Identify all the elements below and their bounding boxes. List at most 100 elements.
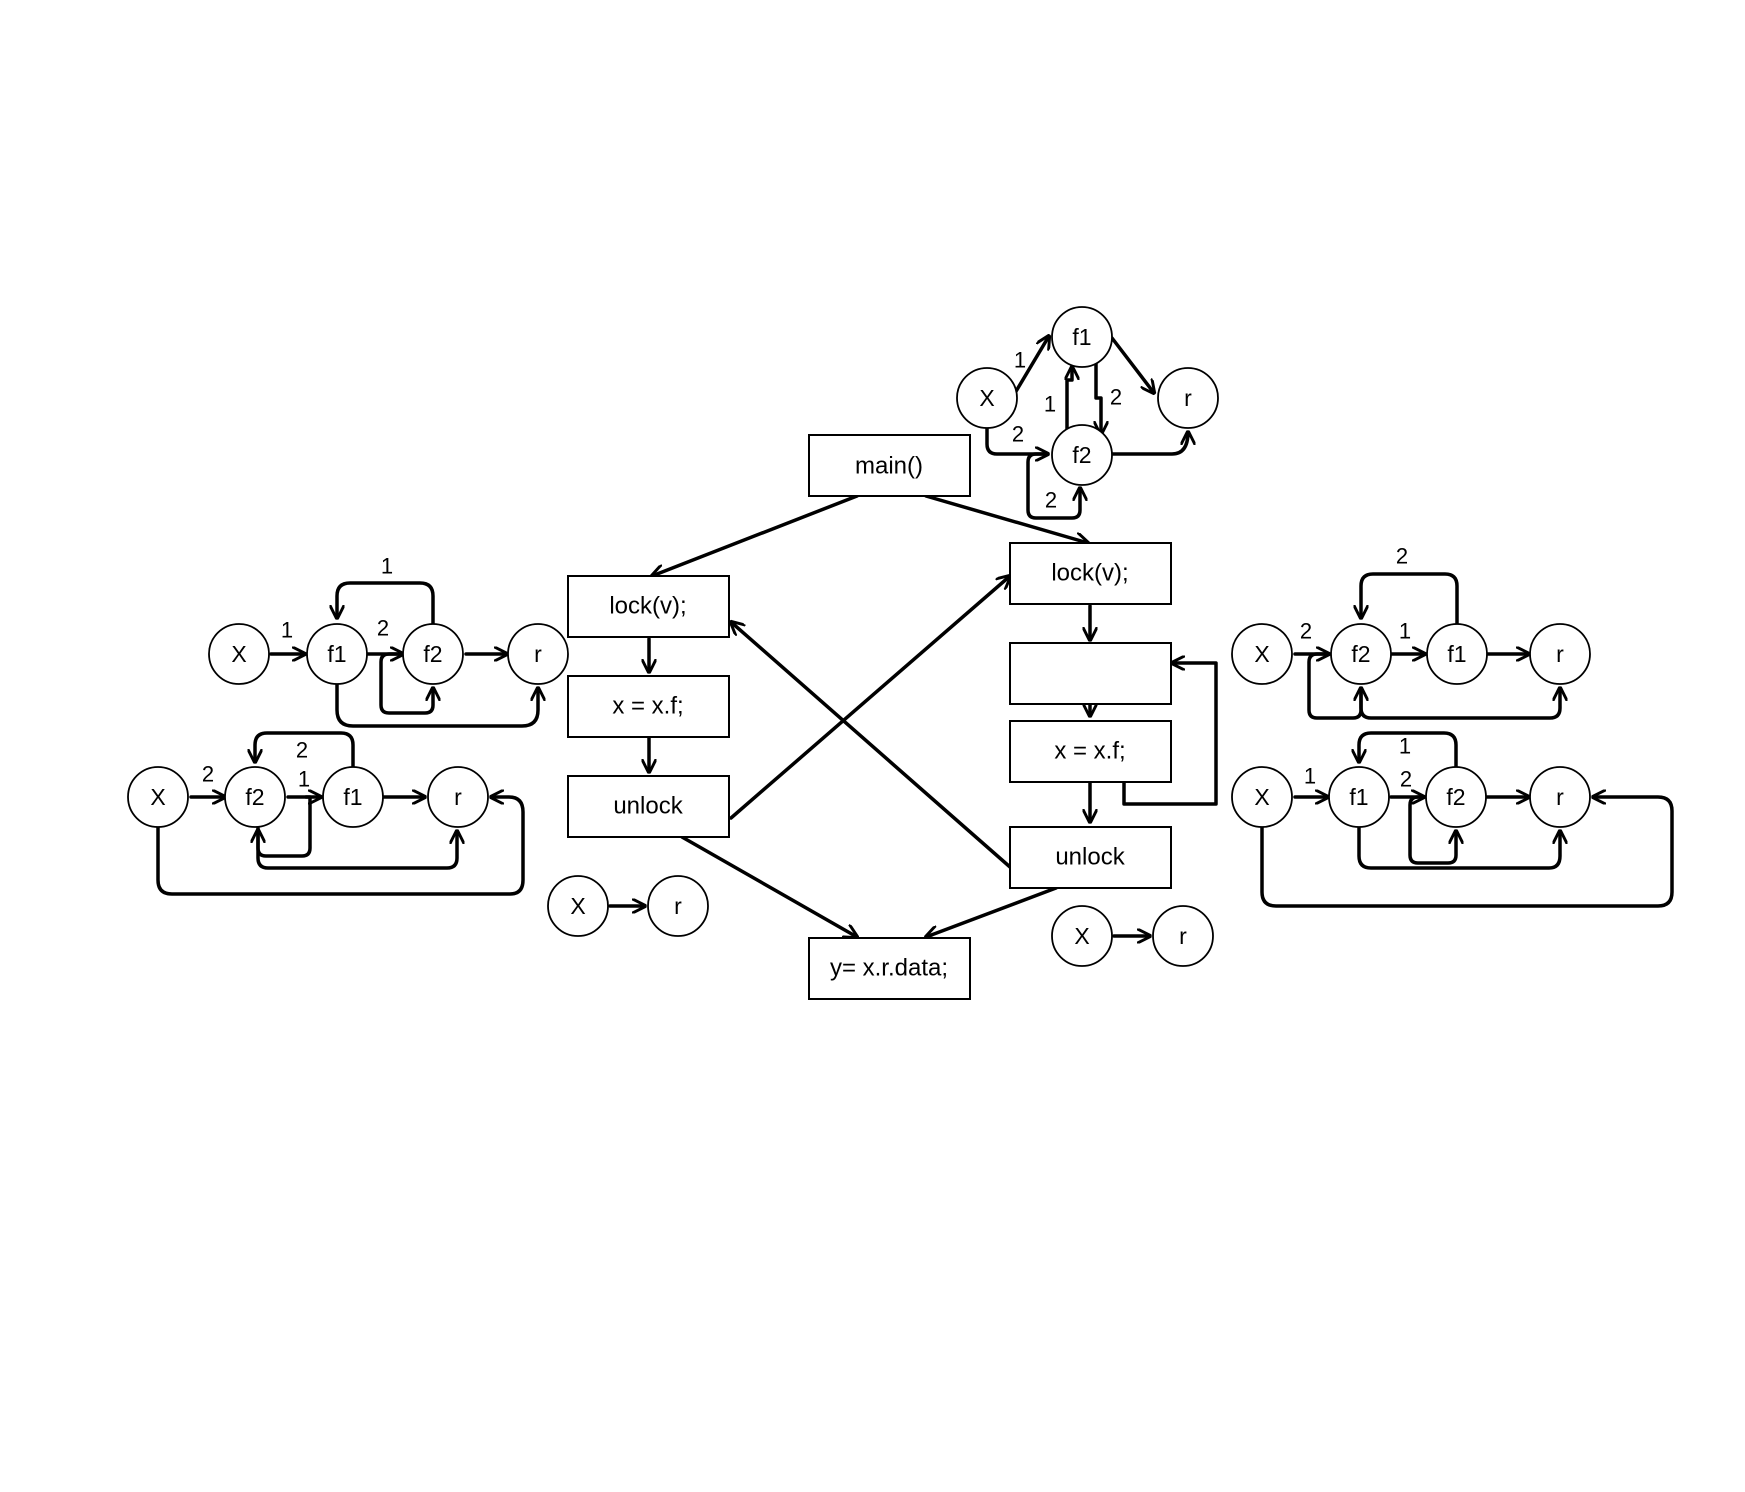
hg-ls-node-x: X [547, 875, 609, 937]
hg-lb-node-f2: f2 [224, 766, 286, 828]
hg-rb-node-r: r [1529, 766, 1591, 828]
hg-rb-node-x: X [1231, 766, 1293, 828]
hg-rt-node-r-label: r [1556, 641, 1564, 667]
left-unlock-label: unlock [613, 793, 683, 820]
edge-right-unlock-to-final [926, 886, 1058, 937]
hg-rb-node-r-label: r [1556, 784, 1564, 810]
edge-right-unlock-to-left-lock [731, 622, 1012, 869]
hg-rt-node-f2-label: f2 [1351, 641, 1370, 667]
hg-ls-node-r: r [647, 875, 709, 937]
hg-lt-node-f2-label: f2 [423, 641, 442, 667]
left-assign-box: x = x.f; [567, 675, 730, 738]
hg-lb-node-x-label: X [150, 784, 165, 810]
hg-rt-label-x-f2: 2 [1300, 619, 1312, 644]
hg-rt-node-x-label: X [1254, 641, 1269, 667]
hg-rb-node-f1: f1 [1328, 766, 1390, 828]
hg-rs-node-x-label: X [1074, 923, 1089, 949]
hg-lt-node-x: X [208, 623, 270, 685]
hg-lt-label-x-f1: 1 [281, 618, 293, 643]
edge-main-to-left-lock [652, 494, 859, 576]
hg-lt-node-f1: f1 [306, 623, 368, 685]
hg-top-node-x: X [956, 367, 1018, 429]
hg-rt-node-f1-label: f1 [1447, 641, 1466, 667]
edge-left-unlock-to-right-lock [729, 576, 1010, 820]
left-unlock-box: unlock [567, 775, 730, 838]
hg-lb-node-f2-label: f2 [245, 784, 264, 810]
hg-lt-edge-f2-f1 [337, 581, 435, 626]
hg-lb-node-r: r [427, 766, 489, 828]
hg-rb-edge-x-r [1260, 797, 1674, 908]
heap-graph-right-bottom: X f1 f2 r 1 1 2 [1231, 731, 1674, 908]
hg-top-edge-f1-r [1110, 336, 1154, 393]
hg-rb-edge-f2-self [1408, 795, 1456, 865]
hg-rt-edge-f1-f2 [1361, 572, 1459, 626]
hg-top-edge-f2-r [1109, 430, 1188, 456]
hg-rs-node-x: X [1051, 905, 1113, 967]
left-assign-label: x = x.f; [612, 693, 683, 720]
heap-graph-top: X f1 r f2 1 2 1 2 2 [956, 306, 1219, 520]
hg-rt-node-f1: f1 [1426, 623, 1488, 685]
hg-lt-node-r-label: r [534, 641, 542, 667]
edge-right-loop-back [1122, 663, 1218, 806]
right-assign-box: x = x.f; [1009, 720, 1172, 783]
edge-left-unlock-to-final [680, 835, 857, 937]
hg-lb-node-f1: f1 [322, 766, 384, 828]
hg-lt-label-f1-f2: 2 [377, 616, 389, 641]
hg-lb-label-f2-f1: 1 [298, 767, 310, 792]
heap-graph-right-top: X f2 f1 r 2 1 2 [1231, 544, 1591, 720]
hg-lt-node-x-label: X [231, 641, 246, 667]
hg-top-node-f2: f2 [1051, 424, 1113, 486]
hg-rt-node-x: X [1231, 623, 1293, 685]
final-box: y= x.r.data; [808, 937, 971, 1000]
hg-rt-label-f2-f1: 1 [1399, 619, 1411, 644]
hg-top-edge-x-f1 [1013, 336, 1049, 395]
left-lock-box: lock(v); [567, 575, 730, 638]
hg-top-node-x-label: X [979, 385, 994, 411]
hg-rt-edge-f2-r [1359, 686, 1560, 720]
right-lock-label: lock(v); [1051, 560, 1128, 587]
heap-graph-left-top: X f1 f2 r 1 2 1 [208, 554, 569, 728]
hg-rb-label-f1-f2: 2 [1400, 767, 1412, 792]
final-box-label: y= x.r.data; [830, 955, 948, 982]
hg-rt-node-f2: f2 [1330, 623, 1392, 685]
hg-lb-label-x-f2: 2 [202, 762, 214, 787]
main-box-label: main() [855, 453, 923, 480]
hg-lb-edge-f2-r [256, 826, 457, 870]
hg-top-node-r-label: r [1184, 385, 1192, 411]
edge-main-to-right-lock [924, 494, 1088, 543]
main-box: main() [808, 434, 971, 497]
hg-lt-node-f1-label: f1 [327, 641, 346, 667]
left-lock-label: lock(v); [609, 593, 686, 620]
right-empty-box [1009, 642, 1172, 705]
hg-top-label-x-f1: 1 [1014, 348, 1026, 373]
right-unlock-label: unlock [1055, 844, 1125, 871]
hg-lt-node-f2: f2 [402, 623, 464, 685]
statement-boxes: main() lock(v); x = x.f; unlock lock(v);… [567, 434, 1172, 1000]
right-assign-label: x = x.f; [1054, 738, 1125, 765]
hg-lb-node-f1-label: f1 [343, 784, 362, 810]
heap-graph-right-small: X r [1051, 905, 1214, 967]
right-unlock-box: unlock [1009, 826, 1172, 889]
hg-lb-edge-x-r [156, 797, 525, 896]
hg-top-label-f1-f2: 2 [1110, 385, 1122, 410]
hg-lb-label-f1-f2: 2 [296, 738, 308, 763]
hg-lb-node-x: X [127, 766, 189, 828]
hg-top-edge-f2-self [1026, 452, 1080, 520]
hg-lt-edge-f2-self [379, 652, 433, 715]
hg-top-edge-x-f2 [985, 423, 1050, 454]
hg-rs-node-r: r [1152, 905, 1214, 967]
hg-lt-label-f2-f1: 1 [381, 554, 393, 579]
hg-top-edge-f1-f2 [1096, 361, 1101, 436]
control-flow-edges [649, 494, 1218, 937]
right-lock-box: lock(v); [1009, 542, 1172, 605]
hg-rs-node-r-label: r [1179, 923, 1187, 949]
hg-top-label-f2-self: 2 [1045, 488, 1057, 513]
hg-top-node-r: r [1157, 367, 1219, 429]
hg-rt-node-r: r [1529, 623, 1591, 685]
hg-rb-node-x-label: X [1254, 784, 1269, 810]
hg-rb-node-f1-label: f1 [1349, 784, 1368, 810]
hg-top-node-f2-label: f2 [1072, 442, 1091, 468]
hg-ls-node-x-label: X [570, 893, 585, 919]
hg-top-label-f2-f1: 1 [1044, 392, 1056, 417]
